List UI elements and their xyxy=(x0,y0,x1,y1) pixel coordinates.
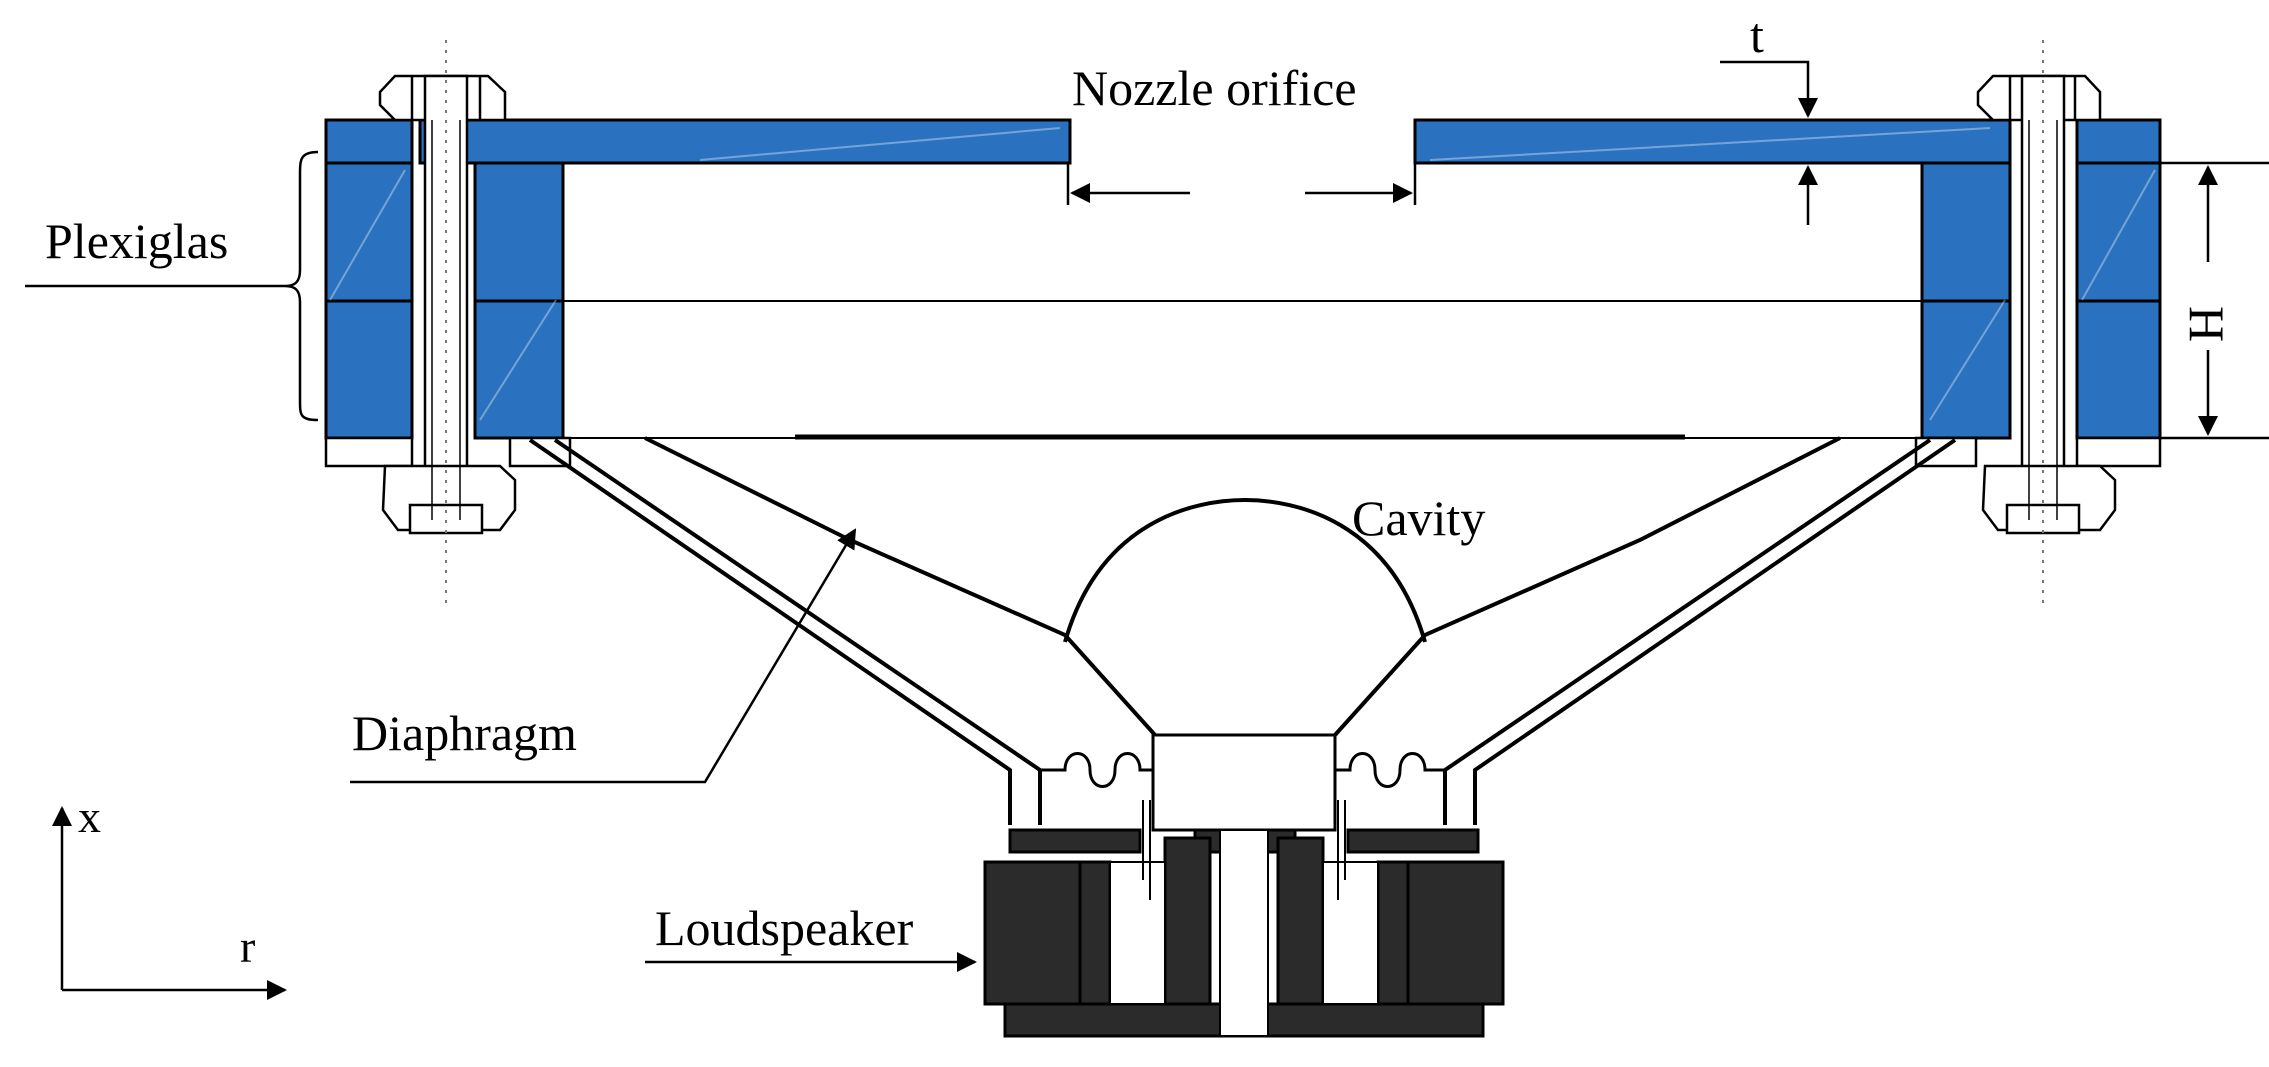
top-plate-left xyxy=(418,118,1072,165)
label-height: H xyxy=(2179,306,2235,342)
label-nozzle-orifice: Nozzle orifice xyxy=(1072,60,1357,116)
right-outer-block xyxy=(2075,118,2162,440)
label-axis-r: r xyxy=(240,921,255,972)
magnet-assembly xyxy=(983,828,1505,1038)
suspension-rolls xyxy=(1040,752,1445,788)
label-thickness: t xyxy=(1750,7,1764,63)
top-plate-right xyxy=(1413,118,2012,165)
cavity-outline xyxy=(563,300,1922,439)
bolt-threads xyxy=(431,120,2058,520)
label-plexiglas: Plexiglas xyxy=(45,213,228,269)
lower-flange xyxy=(324,436,2162,468)
label-axis-x: x xyxy=(78,791,101,842)
magnet-gaps xyxy=(1109,829,1379,1037)
label-loudspeaker: Loudspeaker xyxy=(655,900,914,956)
height-dimension xyxy=(2160,161,2269,440)
voice-coil-former xyxy=(1151,733,1337,832)
diaphragm-leader xyxy=(350,528,857,784)
label-cavity: Cavity xyxy=(1352,490,1485,546)
dust-cap xyxy=(1063,497,1427,643)
thickness-dimension xyxy=(1720,60,1818,225)
left-outer-block xyxy=(324,118,414,440)
voice-coil xyxy=(1142,800,1346,900)
diaphragm-cone xyxy=(644,436,1841,737)
orifice-dimension xyxy=(1066,163,1417,205)
plexiglas-brace xyxy=(284,150,319,422)
coordinate-axes xyxy=(52,806,287,1000)
label-diaphragm: Diaphragm xyxy=(352,705,577,761)
plexiglas-hatch xyxy=(329,127,2156,421)
plexiglas-parts xyxy=(324,118,2162,440)
